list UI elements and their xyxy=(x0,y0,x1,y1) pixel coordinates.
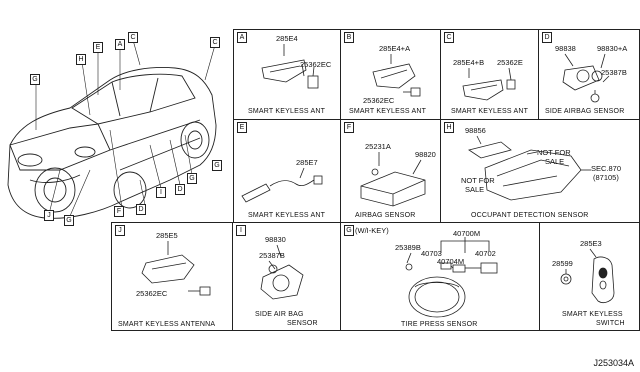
car-illustration xyxy=(7,39,217,219)
part-number: 28599 xyxy=(552,259,573,268)
section-reference: SEC.870 xyxy=(591,164,622,173)
keyless-antenna-drawing xyxy=(141,241,211,296)
part-number: 98820 xyxy=(415,150,436,159)
panel-caption: SIDE AIRBAG SENSOR xyxy=(545,108,625,115)
panel-caption: TIRE PRESS SENSOR xyxy=(401,321,478,328)
part-number: 25362EC xyxy=(136,289,168,298)
panel-tag: H xyxy=(444,122,454,133)
car-overview: G H E A C C G J G F I D D G xyxy=(0,20,232,230)
callout-tag: C xyxy=(128,32,138,43)
not-for-sale-label: SALE xyxy=(465,185,485,194)
part-number: 285E4 xyxy=(276,34,298,43)
panel-caption: SMART KEYLESS ANT xyxy=(349,108,427,115)
diagram-id: J253034A xyxy=(593,358,634,368)
keyless-antenna-drawing xyxy=(241,167,323,203)
panel-caption: OCCUPANT DETECTION SENSOR xyxy=(471,212,589,219)
part-number: 98838 xyxy=(555,44,576,53)
part-number: 285E3 xyxy=(580,239,602,248)
callout-tag: D xyxy=(136,204,146,215)
panel-tag: J xyxy=(115,225,125,236)
panel-tag: B xyxy=(344,32,354,43)
part-number: 40704M xyxy=(437,257,465,266)
callout-tag: G xyxy=(212,160,222,171)
panel-caption: SMART KEYLESS ANTENNA xyxy=(118,321,216,328)
panel-caption: SMART KEYLESS ANT xyxy=(451,108,529,115)
callout-tag: G xyxy=(187,173,197,184)
callout-tag: J xyxy=(44,210,54,221)
part-number: 98830 xyxy=(265,235,286,244)
panel-d: D 98838 98830+A 25387B SIDE AIRBAG SENSO… xyxy=(538,29,640,120)
panel-tag: C xyxy=(444,32,454,43)
part-number: 98830+A xyxy=(597,44,628,53)
occupant-detection-sensor-drawing xyxy=(468,135,591,201)
panel-caption: SMART KEYLESS ANT xyxy=(248,108,326,115)
part-number: 285E4+A xyxy=(379,44,411,53)
part-number: 25389B xyxy=(395,243,421,252)
panel-caption: SENSOR xyxy=(287,320,318,327)
panel-c: C 285E4+B 25362E SMART KEYLESS ANT xyxy=(440,29,539,120)
side-airbag-sensor-drawing xyxy=(562,53,610,103)
part-number: 98856 xyxy=(465,126,486,135)
part-number: 25387B xyxy=(601,68,627,77)
side-airbag-sensor-drawing xyxy=(260,244,304,300)
callout-tag: E xyxy=(93,42,103,53)
part-number: 285E5 xyxy=(156,231,178,240)
callout-tag: G xyxy=(64,215,74,226)
callout-tag: I xyxy=(156,187,166,198)
part-number: 25362EC xyxy=(363,96,395,105)
panel-g: G (W/I-KEY) 40700M 25389B 40703 40704M 4… xyxy=(340,222,540,331)
part-number: 25387B xyxy=(259,251,285,260)
part-number: 25362EC xyxy=(300,60,332,69)
panel-tag: G xyxy=(344,225,354,236)
keyless-antenna-drawing xyxy=(462,67,516,101)
panel-e: E 285E7 SMART KEYLESS ANT xyxy=(233,119,341,223)
keyless-antenna-drawing xyxy=(261,44,319,89)
callout-tag: H xyxy=(76,54,86,65)
part-number: 285E4+B xyxy=(453,58,485,67)
part-number: 40700M xyxy=(453,229,481,238)
not-for-sale-label: NOT FOR xyxy=(461,176,495,185)
part-number: 25362E xyxy=(497,58,523,67)
panel-tag: E xyxy=(237,122,247,133)
part-number: 40702 xyxy=(475,249,496,258)
panel-caption: SMART KEYLESS xyxy=(562,311,623,318)
panel-tag: F xyxy=(344,122,354,133)
part-number: 285E7 xyxy=(296,158,318,167)
panel-tag: D xyxy=(542,32,552,43)
callout-tag: A xyxy=(115,39,125,50)
panel-h: H 98856 NOT FOR SALE NOT FOR SALE SEC.87… xyxy=(440,119,640,223)
panel-caption: SWITCH xyxy=(596,320,625,327)
panel-a: A 285E4 25362EC SMART KEYLESS ANT xyxy=(233,29,341,120)
callout-tag: C xyxy=(210,37,220,48)
callout-tag: G xyxy=(30,74,40,85)
key-fob-drawing xyxy=(560,248,615,303)
keyless-antenna-drawing xyxy=(372,54,421,97)
panel-caption: SIDE AIR BAG xyxy=(255,311,304,318)
panel-caption: AIRBAG SENSOR xyxy=(355,212,416,219)
variant-note: (W/I-KEY) xyxy=(355,226,389,235)
panel-b: B 285E4+A 25362EC SMART KEYLESS ANT xyxy=(340,29,441,120)
panel-j: J 285E5 25362EC SMART KEYLESS ANTENNA xyxy=(111,222,233,331)
airbag-sensor-drawing xyxy=(360,152,426,207)
panel-f: F 25231A 98820 AIRBAG SENSOR xyxy=(340,119,441,223)
callout-tag: F xyxy=(114,206,124,217)
panel-i: I 98830 25387B SIDE AIR BAG SENSOR xyxy=(232,222,341,331)
panel-tag: I xyxy=(236,225,246,236)
part-number: 40703 xyxy=(421,249,442,258)
part-number: 25231A xyxy=(365,142,391,151)
panel-tag: A xyxy=(237,32,247,43)
not-for-sale-label: NOT FOR xyxy=(537,148,571,157)
not-for-sale-label: SALE xyxy=(545,157,565,166)
panel-caption: SMART KEYLESS ANT xyxy=(248,212,326,219)
section-reference: (87105) xyxy=(593,173,619,182)
callout-tag: D xyxy=(175,184,185,195)
tire-pressure-sensor-drawing xyxy=(405,237,498,318)
panel-smart-keyless-switch: 285E3 28599 SMART KEYLESS SWITCH xyxy=(539,222,640,331)
